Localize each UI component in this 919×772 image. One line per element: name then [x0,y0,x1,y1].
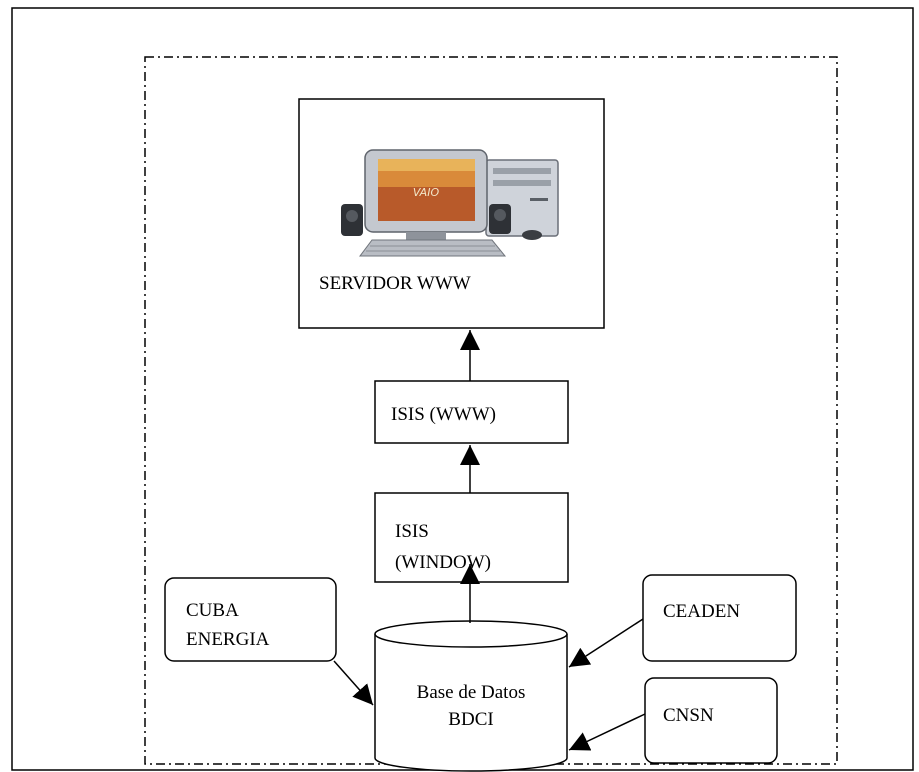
isis-window-label-line1: ISIS [395,521,429,542]
ceaden-label: CEADEN [663,601,741,622]
database-label-line1: Base de Datos [416,682,526,703]
database-label: Base de Datos BDCI [375,681,567,731]
isis-window-label: ISIS (WINDOW) [395,520,565,578]
cnsn-label: CNSN [663,705,714,726]
server-label: SERVIDOR WWW [319,273,471,294]
ceaden-box [642,574,797,662]
svg-text:VAIO: VAIO [413,186,440,199]
isis-www-box [374,380,569,444]
database-label-line2: BDCI [448,709,494,730]
cuba-energia-label: CUBA ENERGIA [186,599,332,657]
isis-window-label-line2: (WINDOW) [395,552,492,573]
isis-www-label: ISIS (WWW) [391,404,496,425]
computer-icon: VAIO [341,149,559,257]
cnsn-box [644,677,778,764]
arrow-cnsn-to-database [568,713,646,751]
system-boundary [144,56,838,765]
cuba-energia-label-line1: CUBA [186,600,239,621]
database-cylinder [374,634,568,772]
arrow-ceaden-to-database [568,618,644,668]
arrow-cuba-energia-to-database [333,660,374,706]
cuba-energia-label-line2: ENERGIA [186,629,270,650]
cuba-energia-box [164,577,337,662]
